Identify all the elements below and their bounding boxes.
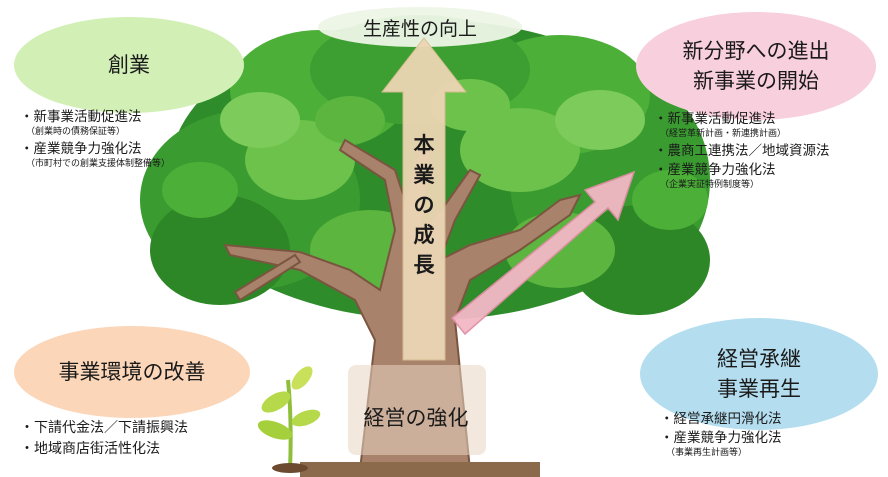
startup-title: 創業 <box>108 53 150 77</box>
sapling-icon <box>257 366 321 473</box>
new-field-law-list: ・新事業活動促進法 （経営革新計画・新連携計画） ・農商工連携法／地域資源法 ・… <box>654 110 830 193</box>
list-item: ・農商工連携法／地域資源法 <box>654 143 830 159</box>
new-field-title-line: 新分野への進出 <box>682 39 830 63</box>
startup-ellipse: 創業 <box>14 17 244 113</box>
list-item: ・下請代金法／下請振興法 <box>20 420 188 436</box>
list-item: ・経営承継円滑化法 <box>660 411 782 427</box>
succession-law-list: ・経営承継円滑化法 ・産業競争力強化法 （事業再生計画等） <box>660 410 782 461</box>
environment-ellipse: 事業環境の改善 <box>14 326 250 418</box>
succession-ellipse: 経営承継 事業再生 <box>640 318 878 430</box>
list-item: ・産業競争力強化法 <box>654 162 776 178</box>
new-field-title-line: 新事業の開始 <box>693 69 819 93</box>
new-field-ellipse: 新分野への進出 新事業の開始 <box>636 12 876 120</box>
list-item: ・地域商店街活性化法 <box>20 441 160 457</box>
growth-char: 成 <box>413 223 435 247</box>
productivity-ellipse <box>318 7 522 47</box>
growth-char: の <box>413 193 435 217</box>
list-item-note: （企業実証特例制度等） <box>660 180 760 190</box>
environment-title: 事業環境の改善 <box>58 360 206 384</box>
growth-char: 業 <box>413 163 435 187</box>
list-item-note: （市町村での創業支援体制整備等） <box>26 159 171 169</box>
productivity-label: 生産性の向上 <box>362 17 477 40</box>
growth-char: 本 <box>413 133 435 157</box>
list-item-note: （創業時の債務保証等） <box>26 127 126 137</box>
succession-title-line: 事業再生 <box>717 377 801 401</box>
growth-char: 長 <box>413 253 435 277</box>
environment-law-list: ・下請代金法／下請振興法 ・地域商店街活性化法 <box>20 418 188 460</box>
ground <box>300 462 540 477</box>
list-item: ・新事業活動促進法 <box>654 111 776 127</box>
list-item: ・産業競争力強化法 <box>660 430 782 446</box>
list-item-note: （経営革新計画・新連携計画） <box>660 129 787 139</box>
list-item-note: （事業再生計画等） <box>666 448 748 458</box>
succession-title-line: 経営承継 <box>717 347 801 371</box>
expansion-arrow <box>450 170 636 336</box>
management-strengthening-label: 経営の強化 <box>363 406 469 430</box>
core-growth-label: 本 業 の 成 長 <box>407 130 441 280</box>
growth-arrow <box>380 37 468 361</box>
list-item: ・新事業活動促進法 <box>20 109 142 125</box>
startup-law-list: ・新事業活動促進法 （創業時の債務保証等） ・産業競争力強化法 （市町村での創業… <box>20 108 170 172</box>
trunk-label-box <box>348 365 486 455</box>
list-item: ・産業競争力強化法 <box>20 141 142 157</box>
